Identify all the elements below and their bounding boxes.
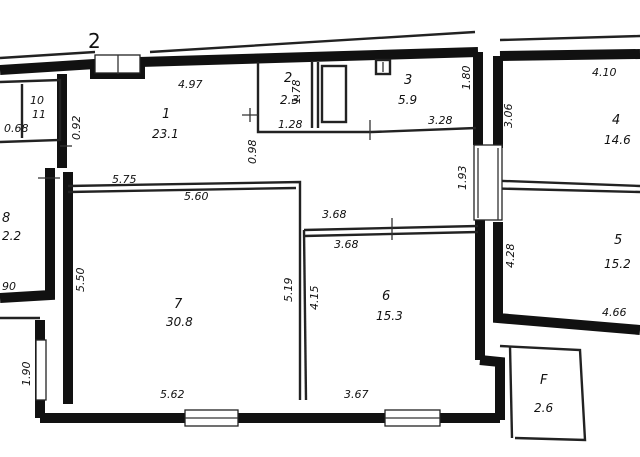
room-2-number: 2 xyxy=(284,71,292,86)
room-10-area: 11 xyxy=(32,108,46,121)
window-left xyxy=(35,339,47,401)
door-tick-1 xyxy=(242,108,258,122)
room-3-area: 5.9 xyxy=(398,93,417,107)
right-block-left-lower xyxy=(493,222,640,335)
dim-0-68: 0.68 xyxy=(4,122,29,135)
room-1-area: 23.1 xyxy=(152,127,179,141)
dim-3-68-a: 3.68 xyxy=(322,208,347,221)
hall-partition-horizontal-b xyxy=(67,186,297,194)
room-8-area: 2.2 xyxy=(2,229,21,243)
room-8-number: 8 xyxy=(2,211,10,226)
room-3-number: 3 xyxy=(404,73,412,88)
hall-partition-horizontal xyxy=(67,180,302,400)
corner-number: 2 xyxy=(88,29,101,53)
dim-0-98: 0.98 xyxy=(246,140,259,165)
dim-3-06: 3.06 xyxy=(502,104,515,129)
room-5-area: 15.2 xyxy=(604,257,631,271)
dim-3-67: 3.67 xyxy=(344,388,369,401)
labels: 2 1 23.1 2 2.3 3 5.9 4 14.6 5 15.2 6 15.… xyxy=(2,29,631,415)
dim-4-15: 4.15 xyxy=(308,286,321,311)
room-7-area: 30.8 xyxy=(166,315,193,329)
room-7-number: 7 xyxy=(174,297,183,312)
top-wall-left xyxy=(0,47,479,79)
dim-4-10: 4.10 xyxy=(592,66,617,79)
dim-1-78: 1.78 xyxy=(290,80,303,105)
dim-5-62: 5.62 xyxy=(160,388,185,401)
room-5-number: 5 xyxy=(614,233,622,248)
room-f-inner xyxy=(508,345,514,439)
room2-3-divider xyxy=(310,62,320,128)
room-6-number: 6 xyxy=(382,289,390,304)
room-4-number: 4 xyxy=(612,113,620,128)
top-wall-right xyxy=(499,49,640,61)
dim-4-97: 4.97 xyxy=(178,78,203,91)
dim-1-28: 1.28 xyxy=(278,118,303,131)
room3-bottom xyxy=(371,126,477,134)
windows xyxy=(35,54,503,427)
room6-top xyxy=(303,224,479,238)
walls xyxy=(0,30,640,442)
dim-0-92: 0.92 xyxy=(70,116,83,141)
dim-4-28: 4.28 xyxy=(504,244,517,269)
top-outline xyxy=(0,30,640,60)
dim-5-50: 5.50 xyxy=(74,268,87,293)
left-hall-wall xyxy=(0,74,67,303)
room-f-walls xyxy=(499,344,587,442)
room6-left xyxy=(302,229,308,401)
room-1-number: 1 xyxy=(162,107,170,122)
dim-1-80: 1.80 xyxy=(460,66,473,91)
room-f-area: 2.6 xyxy=(534,401,553,415)
fixtures xyxy=(38,58,393,240)
closet-10 xyxy=(0,78,62,144)
window-center-gap xyxy=(473,144,503,221)
bath-fixture xyxy=(320,64,348,124)
room-4-area: 14.6 xyxy=(604,133,631,147)
room2-walls xyxy=(256,62,372,134)
room-f-number: F xyxy=(540,373,548,388)
room-6-area: 15.3 xyxy=(376,309,403,323)
bottom-right-wall xyxy=(479,355,505,420)
dim-4-66: 4.66 xyxy=(602,306,627,319)
room-10-number: 10 xyxy=(30,94,44,107)
corridor-lines xyxy=(477,178,640,194)
dim-5-19: 5.19 xyxy=(282,278,295,303)
dim-3-28: 3.28 xyxy=(428,114,453,127)
sink-fixture xyxy=(374,58,392,76)
dim-1-90: 1.90 xyxy=(20,362,33,387)
dim-5-60: 5.60 xyxy=(184,190,209,203)
dim-5-75: 5.75 xyxy=(112,173,137,186)
dim-3-68-b: 3.68 xyxy=(334,238,359,251)
dim-left-90: 90 xyxy=(2,280,16,293)
dim-1-93: 1.93 xyxy=(456,166,469,191)
room-2-area: 2.3 xyxy=(280,93,299,107)
